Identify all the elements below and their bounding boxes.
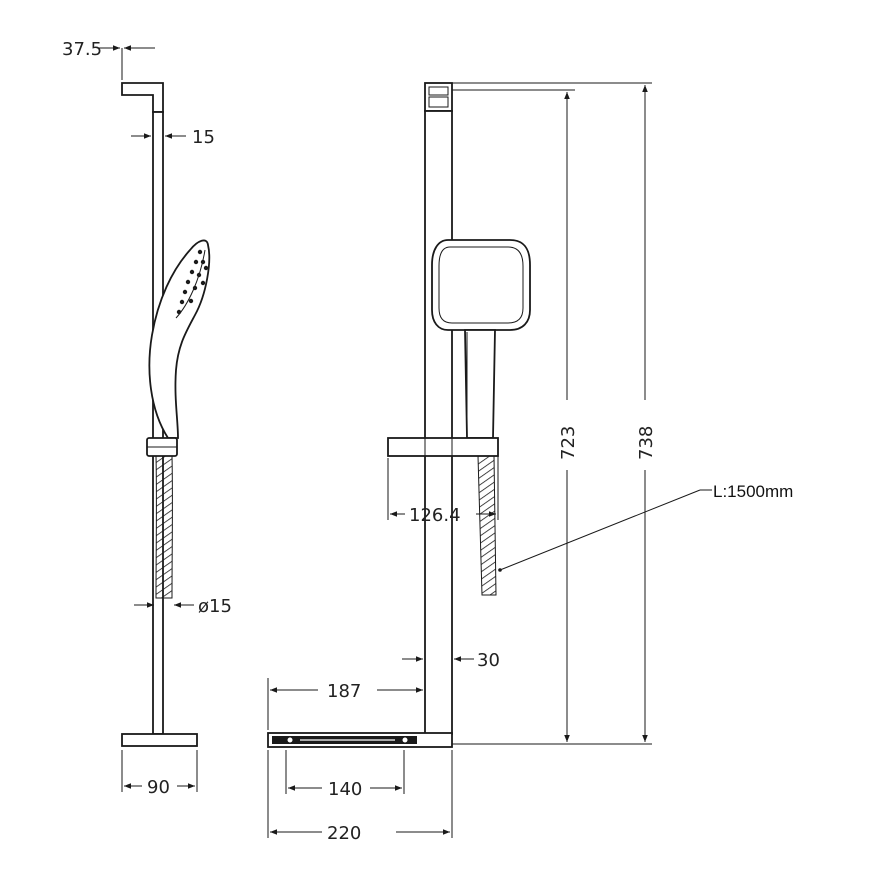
spray-nozzles (176, 249, 209, 315)
dim-soap-dish-offset: 187 (327, 681, 361, 702)
front-view: 723 738 126.4 L:1500mm 30 187 140 (267, 82, 793, 844)
dim-height-inner: 723 (558, 426, 579, 460)
rail-front (424, 110, 453, 735)
dim-offset-top: 37.5 (62, 39, 102, 60)
hose-side (155, 455, 173, 599)
dim-bar-diameter: 15 (192, 127, 215, 148)
dim-soap-dish-mount: 140 (328, 779, 362, 800)
slider-holder (387, 437, 499, 457)
dim-holder-depth: 126.4 (409, 505, 461, 526)
hose-front (477, 455, 497, 596)
dim-height-total: 738 (636, 426, 657, 460)
dim-soap-dish-width: 220 (327, 823, 361, 844)
side-view: 37.5 15 ø15 90 (62, 39, 232, 798)
dim-base-width: 90 (147, 777, 170, 798)
wall-base (121, 733, 198, 747)
hand-shower-handle-front (464, 329, 496, 439)
hand-shower-head-front (431, 239, 531, 331)
top-bracket (121, 82, 164, 113)
dim-hose-diameter: ø15 (198, 596, 232, 617)
dim-bar-width: 30 (477, 650, 500, 671)
hose-length-label: L:1500mm (713, 482, 793, 501)
